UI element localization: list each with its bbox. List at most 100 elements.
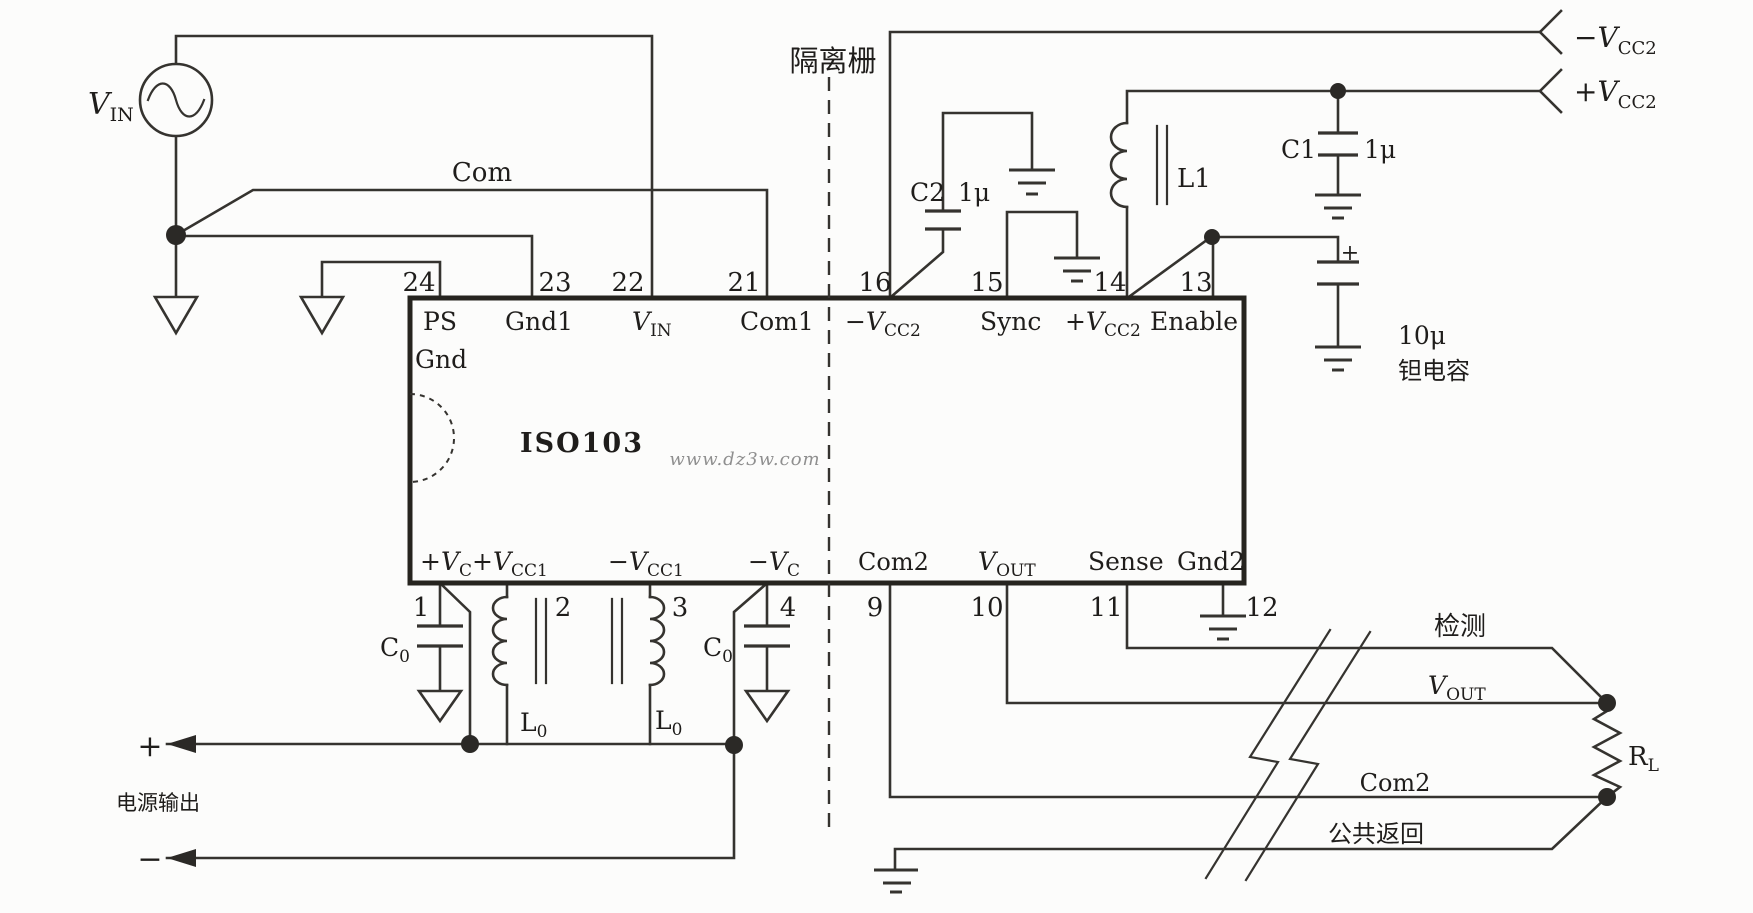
pin-number-24: 24	[402, 268, 435, 298]
wire-c2-to-pin16	[890, 227, 945, 298]
wire-to-tantalum-cap	[1211, 235, 1340, 264]
junction-dot	[166, 225, 186, 245]
pin-label-gnd2: Gnd2	[1177, 547, 1245, 576]
pin-number-13: 13	[1179, 268, 1212, 298]
tantalum-value: 10μ	[1398, 321, 1446, 350]
com-wire-label: Com	[452, 158, 512, 188]
pin-number-15: 15	[970, 268, 1003, 298]
break-mark-icon	[1244, 630, 1372, 882]
capacitor-c2-icon	[925, 209, 961, 231]
ic-notch-icon	[409, 393, 455, 483]
inductor-l0-right-icon	[648, 595, 666, 687]
ic-part-number: ISO103	[520, 428, 644, 459]
minus-output-sign: −	[137, 842, 162, 877]
l0-left-label: L0	[520, 708, 547, 742]
pin-label-ps-gnd: Gnd	[415, 345, 467, 374]
ground-bars-return-icon	[874, 868, 918, 894]
ac-source-icon	[138, 62, 214, 138]
minus-output-arrow-icon	[167, 849, 196, 867]
core-l0-left-icon	[534, 597, 548, 685]
pin-number-23: 23	[538, 268, 571, 298]
resistor-rl-symbol	[1591, 701, 1623, 799]
wire-minus-output-rail	[165, 742, 736, 860]
wire-pin14-diagonal	[1128, 235, 1213, 298]
wire-pos-vcc2-rail	[1125, 89, 1542, 125]
inductor-l1-icon	[1109, 121, 1129, 209]
output-side-wires	[888, 581, 1623, 872]
inductor-symbols	[491, 121, 1169, 687]
capacitor-c1-icon	[1318, 131, 1358, 157]
ground-symbols	[152, 168, 1361, 894]
core-l1-icon	[1155, 124, 1169, 206]
wire-common-return	[893, 795, 1609, 872]
wire-neg-vcc2-rail	[888, 30, 1542, 300]
c0-right-label: C0	[703, 633, 733, 667]
pin-number-21: 21	[727, 268, 760, 298]
pin-number-14: 14	[1093, 268, 1126, 298]
wire-vin-to-pin22	[174, 34, 654, 300]
pin-label-sync: Sync	[980, 307, 1041, 336]
vout-line-label: VOUT	[1428, 671, 1486, 705]
pin-number-1: 1	[413, 593, 430, 623]
wire-c2-to-ground	[941, 111, 1034, 213]
pin-label-vout: VOUT	[978, 547, 1036, 581]
wire-com-to-pin21	[174, 188, 769, 300]
wire-to-pin23	[174, 234, 534, 300]
l1-label: L1	[1177, 164, 1211, 194]
wire-pin1-diagonal	[440, 583, 472, 746]
plus-output-arrow-icon	[167, 735, 196, 753]
bottom-pin-labels: +VC +VCC1 −VCC1 −VC Com2 VOUT Sense Gnd2	[420, 547, 1245, 581]
rl-label: RL	[1628, 742, 1659, 776]
top-pin-labels: PS Gnd Gnd1 VIN Com1 −VCC2 Sync +VCC2 En…	[415, 307, 1238, 374]
sense-line-label: 检测	[1434, 612, 1486, 642]
plus-output-sign: +	[137, 729, 162, 764]
power-output-wires	[165, 581, 769, 867]
pin-label-neg-vcc2: −VCC2	[845, 307, 921, 341]
pin-label-neg-vc: −VC	[748, 547, 800, 581]
junction-dot	[725, 736, 743, 754]
c0-left-label: C0	[380, 633, 410, 667]
watermark: www.dz3w.com	[669, 449, 820, 470]
pin-label-neg-vcc1: −VCC1	[608, 547, 684, 581]
supply-wires	[888, 9, 1563, 349]
capacitor-symbols	[417, 131, 1359, 648]
wire-pin15-to-ground	[1005, 210, 1079, 300]
pin-label-com1: Com1	[740, 307, 814, 336]
pin-label-com2: Com2	[858, 548, 929, 576]
pin-label-pos-vcc2: +VCC2	[1065, 307, 1141, 341]
pin-number-9: 9	[867, 593, 884, 623]
pin-number-16: 16	[858, 268, 891, 298]
pin-number-4: 4	[780, 593, 797, 623]
wire-pin11-sense	[1125, 581, 1609, 705]
c2-label: C2	[910, 178, 945, 207]
isolation-barrier-label: 隔离栅	[789, 44, 876, 78]
capacitor-c0-right-icon	[744, 624, 790, 648]
wire-pin10-vout	[1005, 581, 1609, 705]
com2-line-label: Com2	[1360, 769, 1431, 797]
ground-arrow-psgnd-icon	[298, 295, 346, 336]
ground-bars-tantalum-icon	[1315, 345, 1361, 372]
capacitor-tantalum-icon	[1317, 260, 1359, 286]
bottom-pin-numbers: 1 2 3 4 9 10 11 12	[413, 593, 1279, 623]
ground-bars-gnd2-icon	[1200, 614, 1246, 641]
pin-label-vin: VIN	[632, 307, 672, 341]
pin-label-gnd1: Gnd1	[505, 307, 573, 336]
pin-label-enable: Enable	[1150, 307, 1238, 336]
inductor-l0-left-icon	[491, 595, 509, 687]
ground-bars-sync-icon	[1054, 256, 1100, 283]
pin-number-22: 22	[611, 268, 644, 298]
common-return-line-label: 公共返回	[1328, 820, 1424, 848]
pin-number-3: 3	[672, 593, 689, 623]
pin-label-pos-vcc1: +VCC1	[472, 547, 548, 581]
junction-dot	[1204, 229, 1220, 245]
pos-vcc2-rail-label: +VCC2	[1574, 75, 1657, 113]
wire-pin4-diagonal	[732, 583, 767, 747]
pin-number-12: 12	[1245, 593, 1278, 623]
wire-pin9-com2	[888, 581, 1609, 799]
ground-bars-c1-icon	[1315, 193, 1361, 220]
pin-number-2: 2	[555, 593, 572, 623]
c1-value: 1μ	[1364, 135, 1396, 164]
neg-vcc2-rail-label: −VCC2	[1574, 21, 1657, 59]
